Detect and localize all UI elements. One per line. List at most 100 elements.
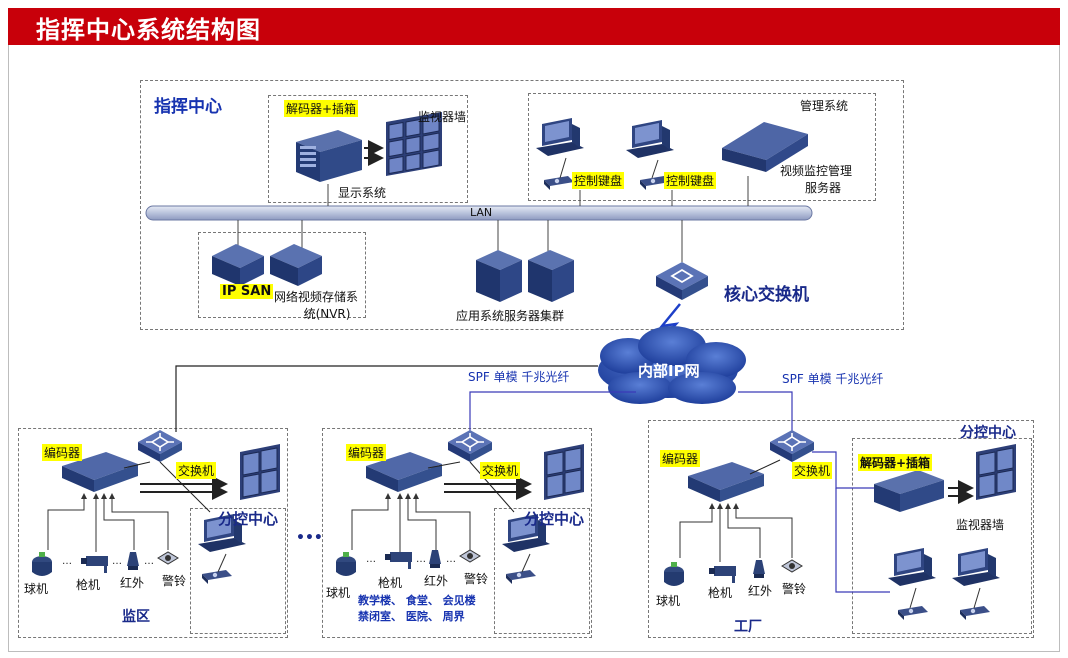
site-3-decoder-label: 解码器+插箱 [858, 454, 933, 471]
site-1-alarm [157, 551, 179, 565]
site-2-dome-camera [336, 552, 356, 576]
site-2-alarm [459, 549, 481, 563]
control-keyboard-1-label: 控制键盘 [572, 172, 625, 189]
site-3-gun-camera [709, 566, 736, 583]
site-3-switch [769, 429, 815, 463]
site-3-encoder-label: 编码器 [660, 450, 701, 467]
monitor-wall-label: 监视器墙 [418, 110, 467, 124]
lan-label: LAN [470, 206, 493, 219]
site-2-switch-label: 交换机 [480, 462, 521, 479]
site-1-encoder-label: 编码器 [42, 444, 83, 461]
nvr-label: 网络视频存储系 统(NVR) [274, 288, 358, 322]
site-3-keyboard-2 [960, 606, 990, 620]
site-2-gun-label: 枪机 [378, 576, 403, 590]
site-2-wall [543, 443, 585, 501]
app-server-1 [476, 250, 522, 302]
ip-network-cloud [598, 326, 746, 404]
decoder-chassis [296, 130, 362, 182]
site-1-wall [239, 443, 281, 501]
site-1-ir-sensor [127, 552, 139, 570]
decoder-label: 解码器+插箱 [284, 100, 359, 117]
site-2-ir-label: 红外 [424, 574, 449, 588]
display-system-box [268, 95, 468, 203]
site-3-decoder [874, 470, 944, 512]
site-3-monitor-wall-label: 监视器墙 [956, 518, 1005, 532]
fiber-label-left: SPF 单模 千兆光纤 [468, 370, 570, 384]
site-2-alarm-label: 警铃 [464, 572, 489, 586]
site-1-alarm-label: 警铃 [162, 574, 187, 588]
site-1-switch-label: 交换机 [176, 462, 217, 479]
site-3-alarm-label: 警铃 [782, 582, 807, 596]
site-1-keyboard [202, 570, 232, 584]
app-cluster-label: 应用系统服务器集群 [456, 309, 565, 323]
site-2-keyboard [506, 570, 536, 584]
site-2-subcenter-box [494, 508, 590, 634]
sites-ellipsis: ••• [296, 530, 323, 546]
svg-text:…: … [366, 554, 376, 565]
page-title: 指挥中心系统结构图 [36, 16, 261, 44]
svg-text:…: … [62, 556, 72, 567]
mgmt-system-label: 管理系统 [800, 99, 849, 113]
ip-san-label: IP SAN [220, 284, 274, 299]
site-2-subcenter-label: 分控中心 [524, 510, 585, 528]
site-2-area-line-2: 禁闭室、 医院、 周界 [358, 610, 465, 623]
site-3-alarm [781, 559, 803, 573]
site-3-area-label: 工厂 [734, 619, 762, 635]
link-site-1 [175, 365, 598, 432]
command-center-box [140, 80, 904, 330]
site-2-gun-camera [385, 552, 412, 569]
site-1-ir-label: 红外 [120, 576, 145, 590]
control-keyboard-2-label: 控制键盘 [664, 172, 717, 189]
lan-bus [145, 205, 813, 221]
site-3-wall [975, 443, 1017, 501]
keyboard-1 [544, 176, 574, 190]
mgmt-server-label-line-2: 服务器 [805, 181, 842, 195]
mgmt-server-label-line-1: 视频监控管理 [780, 164, 853, 178]
mgmt-system-box [528, 93, 876, 201]
site-3-workstation-1 [888, 548, 936, 586]
site-1-subcenter-box [190, 508, 286, 634]
site-1-gun-label: 枪机 [76, 578, 101, 592]
site-3-subcenter-box [852, 438, 1032, 634]
cloud-label: 内部IP网 [638, 362, 700, 380]
mgmt-server-label: 视频监控管理 服务器 [780, 162, 852, 196]
mgmt-workstation-1 [536, 118, 584, 156]
site-3-gun-label: 枪机 [708, 586, 733, 600]
site-3-workstation-2 [952, 548, 1000, 586]
nvr-label-line-2: 统(NVR) [303, 307, 351, 321]
site-2-box [322, 428, 592, 638]
fiber-label-right: SPF 单模 千兆光纤 [782, 372, 884, 386]
site-2-dome-label: 球机 [326, 586, 351, 600]
site-3-switch-label: 交换机 [792, 462, 833, 479]
link-site-2 [469, 391, 636, 432]
command-center-label: 指挥中心 [154, 97, 222, 117]
title-bar: 指挥中心系统结构图 [8, 8, 1060, 45]
ip-san-device [212, 244, 264, 286]
site-3-box [648, 420, 1034, 638]
mgmt-server [722, 122, 808, 172]
svg-text:…: … [446, 554, 456, 565]
link-site-3 [738, 391, 793, 432]
site-1-dome-label: 球机 [24, 582, 49, 596]
site-2-encoder-label: 编码器 [346, 444, 387, 461]
site-3-dome-label: 球机 [656, 594, 681, 608]
site-3-ir-label: 红外 [748, 584, 773, 598]
site-1-gun-camera [81, 556, 108, 573]
site-3-ir-sensor [753, 560, 765, 578]
site-3-encoder [688, 462, 764, 502]
svg-text:…: … [416, 554, 426, 565]
storage-box [198, 232, 366, 318]
core-switch [656, 262, 708, 300]
mgmt-workstation-2 [626, 120, 674, 158]
site-2-ir-sensor [429, 550, 441, 568]
svg-text:…: … [144, 556, 154, 567]
nvr-device [270, 244, 322, 286]
app-server-2 [528, 250, 574, 302]
site-1-box [18, 428, 288, 638]
diagram-frame [8, 45, 1060, 652]
site-1-dome-camera [32, 552, 52, 576]
site-3-subcenter-label: 分控中心 [960, 425, 1016, 441]
site-1-subcenter-label: 分控中心 [218, 510, 279, 528]
site-1-switch [137, 429, 183, 463]
